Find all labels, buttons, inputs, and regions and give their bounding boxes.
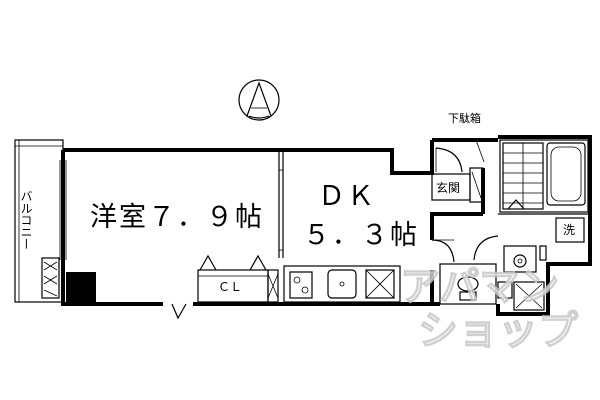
exterior-walls [61, 135, 592, 316]
dk-size-label: ５．３帖 [303, 220, 419, 250]
balcony-window [59, 160, 67, 260]
kitchen-counter [283, 265, 401, 303]
washroom [473, 213, 590, 273]
watermark-line2: ショップ [418, 308, 578, 354]
partition-wall [278, 152, 284, 258]
balcony-label: バルコニー [19, 190, 33, 250]
toilet [431, 239, 497, 305]
utility-box [497, 281, 545, 311]
sink-icon [327, 269, 357, 299]
watermark-line1: アパマン [400, 264, 559, 310]
shoe-box-label: 下駄箱 [448, 111, 481, 125]
bathtub-icon [546, 142, 586, 206]
compass-icon [238, 79, 280, 121]
closet-label: ＣＬ [218, 280, 242, 294]
column [66, 272, 96, 304]
toilet-icon [457, 276, 479, 292]
stove-icon [289, 271, 313, 299]
laundry-label: 洗 [563, 223, 575, 237]
entrance [431, 139, 485, 203]
western-room-label: 洋室７．９帖 [90, 202, 264, 232]
toilet-door-swing [431, 239, 455, 263]
door-swing [171, 303, 187, 320]
entrance-door-swing [435, 147, 463, 173]
laundry-space [555, 217, 585, 243]
washroom-door-swing [473, 235, 499, 261]
wash-basin-icon [503, 245, 537, 273]
dk-name-label: ＤＫ [318, 181, 376, 211]
bathroom [499, 139, 589, 213]
closet [197, 254, 279, 303]
shoe-box [469, 167, 484, 203]
balcony-unit [41, 257, 60, 299]
entrance-label: 玄関 [436, 180, 460, 195]
fridge-space [365, 269, 395, 299]
